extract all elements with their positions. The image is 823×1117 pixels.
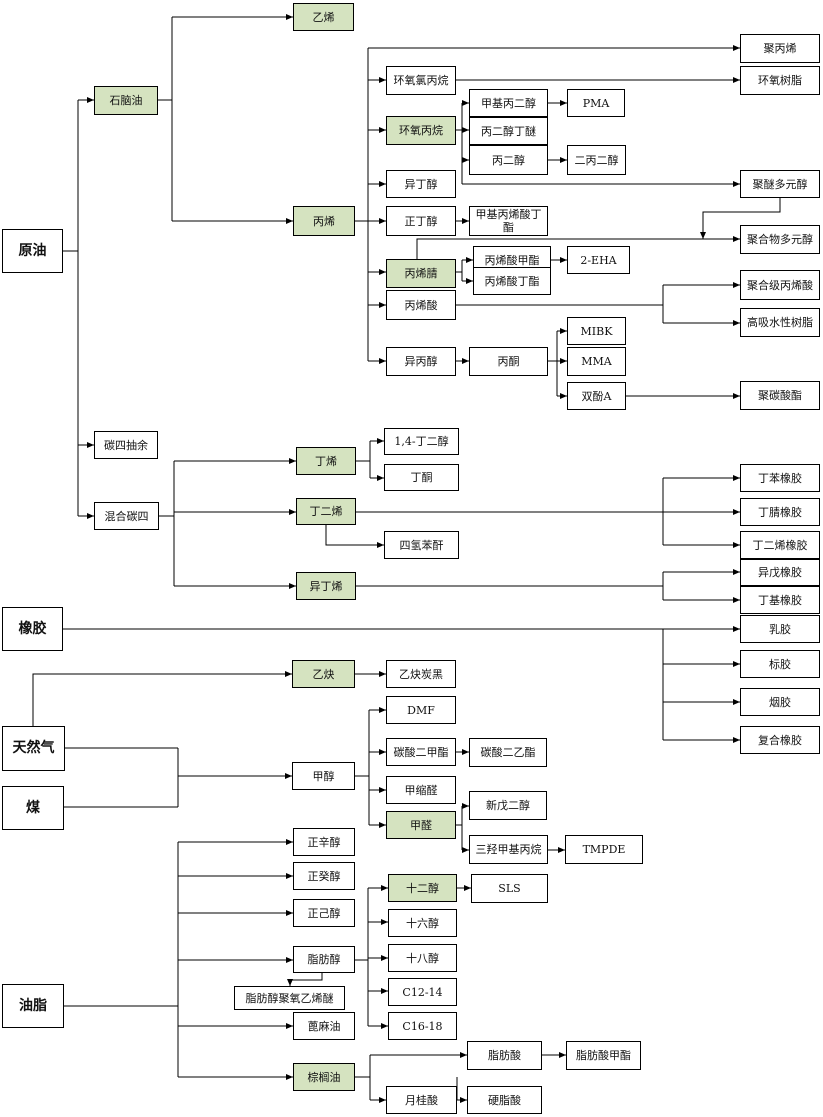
node-stearic-acid[interactable]: 硬脂酸 [467,1086,542,1114]
node-polycarbonate[interactable]: 聚碳酸酯 [740,381,820,410]
node-propylene[interactable]: 丙烯 [293,206,355,236]
node-hexanol[interactable]: 正己醇 [293,899,355,927]
node-epoxy-resin[interactable]: 环氧树脂 [740,66,820,95]
node-oils-fats[interactable]: 油脂 [2,984,64,1028]
node-diethyl-carbonate[interactable]: 碳酸二乙酯 [469,738,547,767]
node-methyl-propanediol[interactable]: 甲基丙二醇 [469,89,548,117]
node-crude-oil[interactable]: 原油 [2,229,63,273]
node-butene[interactable]: 丁烯 [296,447,356,475]
node-octanol[interactable]: 正辛醇 [293,828,355,856]
node-decanol[interactable]: 正癸醇 [293,862,355,890]
node-c16-18[interactable]: C16-18 [388,1012,457,1040]
node-fatty-acid-methyl-ester[interactable]: 脂肪酸甲酯 [566,1041,641,1070]
node-c12-14[interactable]: C12-14 [388,978,457,1006]
node-superabsorbent-resin[interactable]: 高吸水性树脂 [740,308,820,337]
node-propylene-glycol[interactable]: 丙二醇 [469,145,548,175]
node-isobutylene[interactable]: 异丁烯 [296,572,356,600]
node-1-4-butanediol[interactable]: 1,4-丁二醇 [384,428,459,455]
node-butadiene[interactable]: 丁二烯 [296,498,356,525]
node-butyl-acrylate[interactable]: 丙烯酸丁酯 [473,267,551,295]
node-propylene-oxide[interactable]: 环氧丙烷 [386,116,456,145]
node-methanol[interactable]: 甲醇 [292,762,355,790]
node-n-butanol[interactable]: 正丁醇 [386,206,456,236]
node-fatty-alcohol-polyoxyethylene-ether[interactable]: 脂肪醇聚氧乙烯醚 [234,986,345,1010]
node-ir[interactable]: 异戊橡胶 [740,559,820,586]
node-pma[interactable]: PMA [567,89,625,117]
node-nbr[interactable]: 丁腈橡胶 [740,498,820,526]
node-octadecanol[interactable]: 十八醇 [388,944,457,972]
node-2-eha[interactable]: 2-EHA [567,246,630,274]
node-latex[interactable]: 乳胶 [740,615,820,643]
node-hexadecanol[interactable]: 十六醇 [388,909,457,937]
node-butanone[interactable]: 丁酮 [384,464,459,491]
node-epichlorohydrin[interactable]: 环氧氯丙烷 [386,66,456,95]
node-standard-rubber[interactable]: 标胶 [740,650,820,678]
node-acetone[interactable]: 丙酮 [469,347,548,376]
node-dodecanol[interactable]: 十二醇 [388,874,457,902]
node-iir[interactable]: 丁基橡胶 [740,586,820,614]
node-acetylene-black[interactable]: 乙炔炭黑 [386,660,456,688]
node-tetrahydrophthalic-anhydride[interactable]: 四氢苯酐 [384,531,459,559]
node-dmf[interactable]: DMF [386,696,456,724]
node-c4-raffinate[interactable]: 碳四抽余 [94,431,158,459]
node-propylene-glycol-butyl-ether[interactable]: 丙二醇丁醚 [469,117,548,145]
node-polypropylene[interactable]: 聚丙烯 [740,34,820,63]
node-isobutanol[interactable]: 异丁醇 [386,170,456,198]
node-rubber[interactable]: 橡胶 [2,607,63,651]
node-dipropylene-glycol[interactable]: 二丙二醇 [567,145,626,175]
node-natural-gas[interactable]: 天然气 [2,726,65,771]
node-sls[interactable]: SLS [471,874,548,903]
node-palm-oil[interactable]: 棕榈油 [293,1063,355,1091]
node-castor-oil[interactable]: 蓖麻油 [293,1012,355,1040]
node-methylal[interactable]: 甲缩醛 [386,776,456,804]
node-naphtha[interactable]: 石脑油 [94,86,158,115]
node-tmpde[interactable]: TMPDE [565,835,643,864]
node-acrylonitrile[interactable]: 丙烯腈 [386,259,456,288]
node-butyl-methacrylate[interactable]: 甲基丙烯酸丁酯 [469,206,548,236]
node-mibk[interactable]: MIBK [567,317,626,345]
node-smoked-rubber[interactable]: 烟胶 [740,688,820,716]
node-br[interactable]: 丁二烯橡胶 [740,531,820,559]
node-acetylene[interactable]: 乙炔 [292,660,355,688]
node-polymer-polyol[interactable]: 聚合物多元醇 [740,225,820,254]
node-dimethyl-carbonate[interactable]: 碳酸二甲酯 [386,738,456,766]
node-fatty-alcohol[interactable]: 脂肪醇 [293,946,355,973]
node-sbr[interactable]: 丁苯橡胶 [740,464,820,492]
node-isopropanol[interactable]: 异丙醇 [386,347,456,376]
node-polymer-grade-acrylic-acid[interactable]: 聚合级丙烯酸 [740,270,820,300]
node-fatty-acid[interactable]: 脂肪酸 [467,1041,542,1070]
node-lauric-acid[interactable]: 月桂酸 [386,1086,457,1114]
node-trimethylolpropane[interactable]: 三羟甲基丙烷 [469,835,548,864]
node-bisphenol-a[interactable]: 双酚A [567,382,626,410]
node-mixed-c4[interactable]: 混合碳四 [94,502,159,530]
node-acrylic-acid[interactable]: 丙烯酸 [386,290,456,320]
node-polyether-polyol[interactable]: 聚醚多元醇 [740,170,820,198]
node-ethylene[interactable]: 乙烯 [293,3,354,31]
node-compound-rubber[interactable]: 复合橡胶 [740,726,820,754]
node-formaldehyde[interactable]: 甲醛 [386,811,456,839]
node-mma[interactable]: MMA [567,347,626,376]
node-coal[interactable]: 煤 [2,786,64,830]
node-neopentyl-glycol[interactable]: 新戊二醇 [469,791,547,820]
